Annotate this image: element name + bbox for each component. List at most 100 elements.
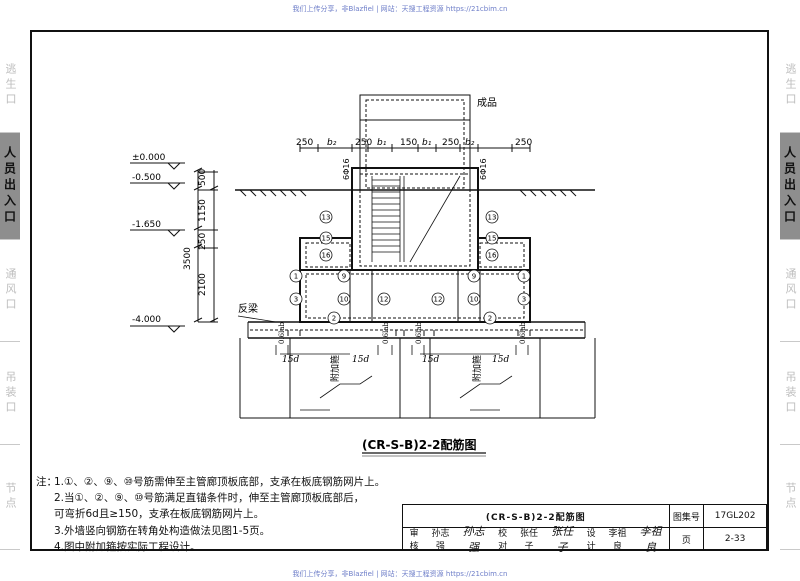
design-label: 设计 [586, 529, 596, 552]
left-tab-label-5: 节点 [4, 482, 17, 512]
elevation-2: -0.500 [132, 173, 161, 183]
vertical-dim-2: 1150 [198, 199, 208, 222]
anchor-vertical-2: 0.6lab [382, 321, 390, 344]
right-tab-label-4: 吊装口 [784, 370, 797, 416]
top-dim-9: 250 [515, 138, 532, 148]
bar-mark-circle-left-1 [319, 210, 333, 224]
bar-mark-circle-left-8 [377, 292, 391, 306]
bar-mark-circle-left-9 [327, 311, 341, 325]
left-tab-label-2: 人员出入口 [2, 146, 17, 226]
bar-mark-circle-left-7 [337, 292, 351, 306]
bar-mark-right-3: 16 [488, 252, 497, 260]
left-tab-label-1: 逃生口 [4, 62, 17, 108]
elevation-1: ±0.000 [132, 153, 166, 163]
page-number: 2-33 [703, 527, 767, 551]
designer-signature: 李祖良 [639, 525, 662, 554]
bar-mark-circle-right-5 [467, 269, 481, 283]
top-dim-1: 250 [296, 138, 313, 148]
anchor-length-2: 15d [352, 355, 369, 365]
left-tab-2[interactable]: 人员出入口 [0, 133, 20, 240]
bar-mark-circle-left-4 [289, 269, 303, 283]
check-label: 校对 [498, 529, 508, 552]
left-tab-1[interactable]: 逃生口 [0, 38, 20, 133]
bar-mark-right-2: 15 [488, 235, 497, 243]
top-dim-3: 250 [355, 138, 372, 148]
bar-mark-circle-right-8 [431, 292, 445, 306]
bar-mark-right-1: 13 [488, 214, 497, 222]
note-line-4: 3.外墙竖向钢筋在转角处构造做法见图1-5页。 [54, 524, 271, 537]
bar-mark-right-4: 1 [522, 273, 526, 281]
bar-mark-left-4: 1 [294, 273, 298, 281]
bar-mark-right-9: 2 [488, 315, 492, 323]
top-dim-8: b₂ [465, 138, 475, 148]
atlas-label: 图集号 [668, 504, 705, 528]
anchor-length-3: 15d [422, 355, 439, 365]
extra-stirrup-label-left: 附加箍 [329, 355, 341, 382]
right-tab-1[interactable]: 逃生口 [780, 38, 800, 133]
bar-mark-circle-right-4 [517, 269, 531, 283]
top-dim-4: b₁ [377, 138, 387, 148]
watermark-top: 我们上传分享，非Blazfiel | 网站：天搜工程资源 https://21c… [292, 5, 508, 13]
right-tab-label-2: 人员出入口 [782, 146, 797, 226]
left-tab-label-4: 吊装口 [4, 370, 17, 416]
left-tab-label-3: 通风口 [4, 268, 17, 313]
bar-mark-right-6: 3 [522, 296, 526, 304]
left-tab-3[interactable]: 通风口 [0, 240, 20, 342]
bar-mark-right-8: 12 [434, 296, 443, 304]
note-line-2: 2.当①、②、⑨、⑩号筋满足直锚条件时，伸至主管廊顶板底部后， [54, 492, 365, 505]
vertical-dim-1: 500 [198, 169, 208, 186]
bar-mark-circle-left-3 [319, 248, 333, 262]
right-tab-label-5: 节点 [784, 482, 797, 512]
bar-mark-left-3: 16 [322, 252, 331, 260]
bar-mark-right-5: 9 [472, 273, 476, 281]
bar-mark-circle-right-3 [485, 248, 499, 262]
drawing-frame [30, 30, 769, 551]
left-tab-4[interactable]: 吊装口 [0, 342, 20, 445]
checker-name: 张任子 [519, 529, 538, 552]
anchor-vertical-4: 0.6lab [519, 321, 527, 344]
top-dim-5: 150 [400, 138, 417, 148]
checker-signature: 张任子 [551, 525, 574, 554]
bar-mark-left-6: 3 [294, 296, 298, 304]
bar-mark-left-2: 15 [322, 235, 331, 243]
bar-mark-left-9: 2 [332, 315, 336, 323]
right-tab-3[interactable]: 通风口 [780, 240, 800, 342]
bar-mark-circle-right-7 [467, 292, 481, 306]
elevation-3: -1.650 [132, 220, 161, 230]
right-tab-2[interactable]: 人员出入口 [780, 133, 800, 240]
note-line-3: 可弯折6d且≥150，支承在板底钢筋网片上。 [54, 508, 265, 521]
bar-mark-circle-left-6 [289, 292, 303, 306]
rebar-top-right-label: 6Φ16 [479, 158, 488, 180]
watermark-bottom: 我们上传分享，非Blazfiel | 网站：天搜工程资源 https://21c… [292, 570, 508, 578]
reviewer-name: 孙志强 [431, 529, 450, 552]
product-label: 成品 [477, 97, 497, 109]
right-tab-5[interactable]: 节点 [780, 445, 800, 550]
top-dim-7: 250 [442, 138, 459, 148]
note-line-1: 1.①、②、⑨、⑩号筋需伸至主管廊顶板底部，支承在板底钢筋网片上。 [54, 476, 386, 488]
extra-stirrup-label-right: 附加箍 [471, 355, 483, 382]
elevation-4: -4.000 [132, 315, 161, 325]
bar-mark-circle-right-1 [485, 210, 499, 224]
note-line-5: 4.图中附加箍按实际工程设计。 [54, 540, 201, 553]
bar-mark-left-8: 12 [380, 296, 389, 304]
bar-mark-left-1: 13 [322, 214, 331, 222]
anchor-vertical-3: 0.6lab [415, 321, 423, 344]
vertical-dim-4: 3500 [183, 247, 193, 270]
anchor-vertical-1: 0.6lab [278, 321, 286, 344]
right-tab-label-3: 通风口 [784, 268, 797, 313]
anchor-length-4: 15d [492, 355, 509, 365]
right-tab-4[interactable]: 吊装口 [780, 342, 800, 445]
atlas-number: 17GL202 [703, 504, 767, 528]
title-block: (CR-S-B)2-2配筋图 图集号 17GL202 审核 孙志强 孙志强 校对… [402, 504, 767, 554]
bar-mark-circle-right-6 [517, 292, 531, 306]
drawing-caption: (CR-S-B)2-2配筋图 [362, 437, 476, 452]
notes-label: 注： [36, 476, 57, 488]
page-label: 页 [668, 527, 705, 551]
anchor-length-1: 15d [282, 355, 299, 365]
left-tab-5[interactable]: 节点 [0, 445, 20, 550]
right-tab-label-1: 逃生口 [784, 62, 797, 108]
bar-mark-circle-right-9 [483, 311, 497, 325]
top-dim-6: b₁ [422, 138, 432, 148]
vertical-dim-5: 2100 [198, 273, 208, 296]
